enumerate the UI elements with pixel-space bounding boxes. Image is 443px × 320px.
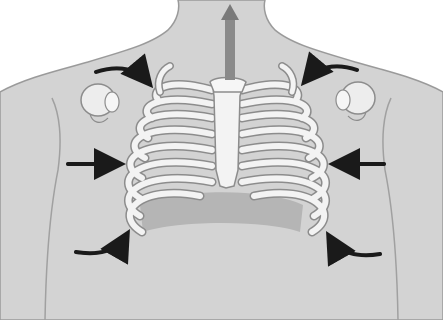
rib-cage-diagram [0,0,443,320]
diagram-stage [0,0,443,320]
